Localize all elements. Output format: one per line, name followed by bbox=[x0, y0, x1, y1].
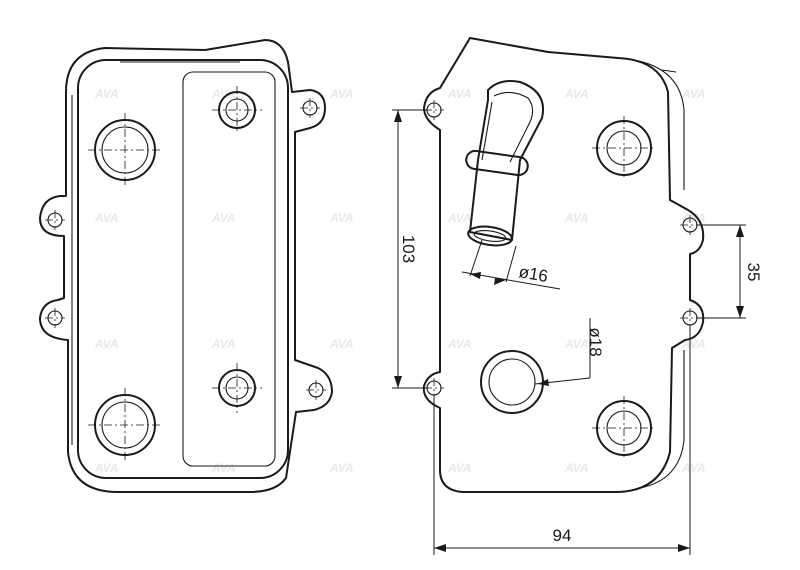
watermark: AVA bbox=[94, 211, 119, 225]
watermark: AVA bbox=[681, 461, 706, 475]
front-boss-bottom bbox=[212, 363, 262, 413]
watermark: AVA bbox=[211, 337, 236, 351]
dimension-port-diameter bbox=[534, 318, 591, 386]
watermark: AVA bbox=[94, 461, 119, 475]
dimension-height bbox=[392, 109, 428, 389]
watermark: AVA bbox=[94, 87, 119, 101]
back-side-plate bbox=[639, 350, 685, 489]
watermark: AVA bbox=[564, 211, 589, 225]
dimension-width bbox=[433, 326, 691, 555]
watermark: AVA bbox=[329, 87, 354, 101]
watermark: AVA bbox=[329, 211, 354, 225]
watermark: AVA bbox=[681, 87, 706, 101]
dimension-port-diameter-label: ø18 bbox=[586, 327, 605, 356]
back-side-plate bbox=[617, 57, 685, 190]
dimension-offset bbox=[696, 224, 746, 319]
watermark: AVA bbox=[329, 337, 354, 351]
back-view bbox=[422, 37, 705, 493]
watermark: AVA bbox=[211, 211, 236, 225]
dimension-width-label: 94 bbox=[553, 526, 572, 545]
watermark: AVA bbox=[94, 337, 119, 351]
back-boss-bottom bbox=[592, 396, 656, 460]
front-port-top bbox=[88, 113, 162, 187]
front-flange-outline bbox=[39, 39, 333, 493]
front-boss-top bbox=[212, 86, 262, 134]
watermark: AVA bbox=[564, 461, 589, 475]
watermark: AVA bbox=[447, 461, 472, 475]
back-pipe bbox=[465, 80, 544, 247]
front-mount-hole bbox=[306, 380, 326, 400]
watermark: AVA bbox=[564, 337, 589, 351]
watermark: AVA bbox=[329, 461, 354, 475]
back-flange-outline bbox=[422, 37, 705, 493]
watermark: AVA bbox=[447, 87, 472, 101]
dimension-offset-label: 35 bbox=[744, 263, 763, 282]
front-mount-hole bbox=[45, 210, 65, 230]
watermark: AVA bbox=[211, 461, 236, 475]
dimension-pipe-diameter-label: ø16 bbox=[517, 262, 549, 286]
dimension-height-label: 103 bbox=[399, 235, 418, 263]
front-port-bottom bbox=[88, 388, 162, 462]
back-port-main bbox=[480, 350, 544, 414]
back-boss-top bbox=[592, 116, 656, 180]
watermark: AVA bbox=[211, 87, 236, 101]
back-edge-line bbox=[661, 69, 677, 73]
front-mount-hole bbox=[45, 308, 65, 328]
front-view bbox=[39, 39, 333, 493]
watermark: AVA bbox=[447, 337, 472, 351]
watermark: AVA bbox=[447, 211, 472, 225]
watermark: AVA bbox=[564, 87, 589, 101]
dimension-pipe-diameter bbox=[461, 239, 561, 290]
watermark-layer: AVA AVA AVA AVA AVA AVA AVA AVA AVA AVA … bbox=[94, 87, 706, 475]
front-plate bbox=[182, 71, 276, 467]
front-mount-hole bbox=[300, 98, 320, 118]
